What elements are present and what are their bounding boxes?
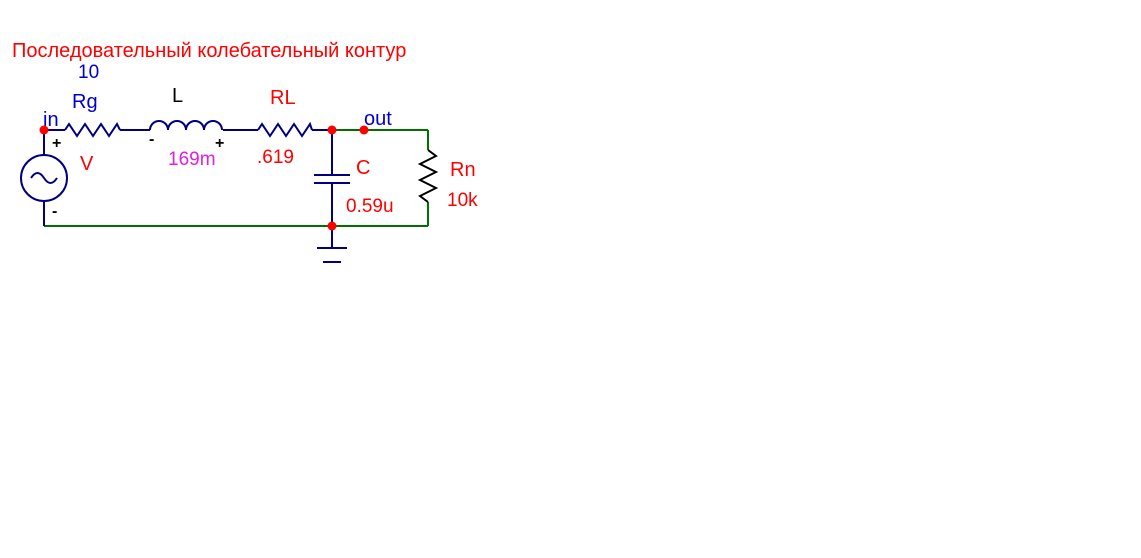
capacitor-c[interactable]: C 0.59u — [314, 157, 394, 217]
inductor-name-label: L — [172, 85, 183, 107]
rg-value-label: 10 — [78, 62, 99, 83]
rl-zigzag — [257, 121, 313, 138]
voltage-source[interactable]: + - V — [20, 135, 94, 220]
ground-symbol — [317, 247, 347, 263]
rn-zigzag — [417, 149, 439, 203]
rn-name-label: Rn — [450, 159, 476, 181]
wires — [43, 129, 429, 248]
cap-name-label: C — [356, 157, 370, 179]
sine-wave-icon — [30, 172, 58, 184]
cap-value-label: 0.59u — [346, 196, 394, 217]
resistor-rl[interactable]: RL .619 — [257, 87, 313, 168]
source-minus-label: - — [52, 203, 57, 220]
schematic-title: Последовательный колебательный контур — [12, 40, 406, 62]
rl-value-label: .619 — [257, 147, 294, 168]
inductor-plus-label: + — [215, 135, 224, 152]
inductor-value-label: 169m — [168, 149, 216, 170]
inductor-l[interactable]: L - + 169m — [149, 85, 224, 170]
rl-name-label: RL — [270, 87, 296, 109]
inductor-minus-label: - — [149, 131, 154, 148]
node-out-label: out — [364, 108, 392, 130]
node-in-label: in — [43, 109, 59, 131]
rn-value-label: 10k — [447, 190, 478, 211]
junction-out[interactable] — [359, 125, 369, 135]
inductor-coil — [149, 120, 223, 131]
junction-in[interactable] — [39, 125, 49, 135]
source-plus-label: + — [52, 135, 61, 152]
source-name-label: V — [80, 153, 94, 175]
junction-node-c[interactable] — [327, 125, 337, 135]
junctions — [39, 125, 369, 231]
source-circle — [20, 154, 68, 202]
resistor-rg[interactable]: 10 Rg — [64, 62, 121, 138]
resistor-rn[interactable]: Rn 10k — [417, 149, 478, 211]
rg-name-label: Rg — [72, 91, 98, 113]
rg-zigzag — [64, 122, 121, 138]
junction-ground[interactable] — [327, 221, 337, 231]
